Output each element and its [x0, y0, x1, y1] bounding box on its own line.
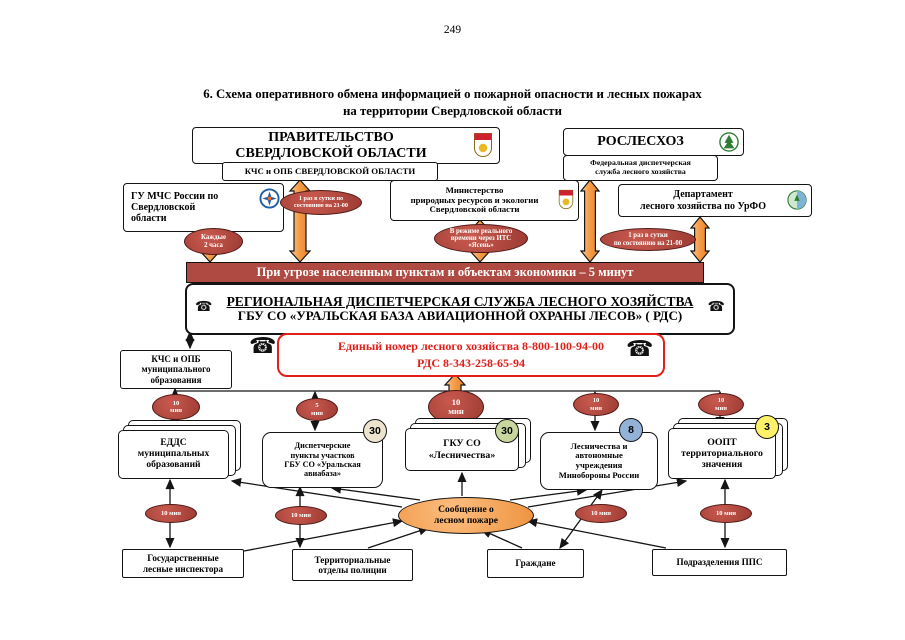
page-number: 249 [443, 24, 462, 36]
timing-realtime-yasen: В режиме реального времени через ИТС «Яс… [434, 224, 528, 253]
sverdlovsk-coat-of-arms-icon [473, 132, 493, 158]
interval-10min-ellipse: 10 мин [698, 393, 744, 416]
oopt-label: ООПТ территориального значения [668, 428, 776, 479]
hotline-number: Единый номер лесного хозяйства 8-800-100… [337, 338, 605, 353]
minoborony-box: Лесничества и автономные учреждения Мино… [540, 432, 658, 490]
inspectors-box: Государственные лесные инспектора [122, 549, 244, 578]
gku-count-badge: 30 [495, 419, 519, 443]
rosleshoz-logo-icon [719, 132, 739, 152]
timing-daily-21-left: 1 раз в сутки по состоянию на 21-00 [280, 190, 362, 215]
phone-icon: ☎ [707, 299, 725, 315]
pps-box: Подразделения ППС [652, 549, 787, 576]
ministry-emblem-icon [558, 189, 574, 210]
phone-icon: ☎ [195, 299, 213, 315]
hotline-box: Единый номер лесного хозяйства 8-800-100… [277, 333, 665, 377]
government-label: ПРАВИТЕЛЬСТВО СВЕРДЛОВСКОЙ ОБЛАСТИ [235, 129, 427, 161]
minoborony-count-badge: 8 [619, 418, 643, 442]
mchs-box: ГУ МЧС России по Свердловской области [123, 183, 284, 232]
fed-dispatch-label: Федеральная диспетчерская служба лесного… [590, 158, 691, 176]
fed-dispatch-box: Федеральная диспетчерская служба лесного… [563, 155, 718, 181]
interval-10min-ellipse: 10 мин [575, 504, 627, 523]
diagram-title: 6. Схема оперативного обмена информацией… [203, 87, 702, 118]
ministry-box: Министерство природных ресурсов и эколог… [390, 180, 579, 221]
government-box: ПРАВИТЕЛЬСТВО СВЕРДЛОВСКОЙ ОБЛАСТИ [192, 127, 500, 164]
interval-10min-ellipse: 10 мин [145, 504, 197, 523]
kchs-municipal-label: КЧС и ОПБ муниципального образования [141, 354, 211, 385]
police-label: Территориальные отделы полиции [314, 554, 391, 575]
phone-icon: ☎ [626, 337, 654, 362]
fire-message-ellipse: Сообщение о лесном пожаре [398, 497, 534, 534]
interval-10min-ellipse: 10 мин [152, 394, 200, 420]
rds-title: РЕГИОНАЛЬНАЯ ДИСПЕТЧЕРСКАЯ СЛУЖБА ЛЕСНОГ… [226, 294, 694, 310]
interval-10min-ellipse: 10 мин [275, 506, 327, 525]
kchs-region-box: КЧС и ОПБ СВЕРДЛОВСКОЙ ОБЛАСТИ [222, 162, 438, 181]
citizens-label: Граждане [515, 558, 556, 569]
timing-every-2h: Каждые 2 часа [184, 228, 243, 255]
edds-box: ЕДДС муниципальных образований [118, 420, 241, 479]
dispatch-points-label: Диспетчерские пункты участков ГБУ СО «Ур… [284, 441, 361, 479]
department-label: Департамент лесного хозяйства по УрФО [639, 189, 767, 212]
kchs-municipal-box: КЧС и ОПБ муниципального образования [120, 350, 232, 389]
edds-label: ЕДДС муниципальных образований [118, 430, 229, 479]
phone-icon: ☎ [249, 334, 277, 359]
timing-daily-21-right: 1 раз в сутки по состоянию на 21-00 [600, 228, 696, 251]
rosleshoz-box: РОСЛЕСХОЗ [563, 128, 744, 156]
mchs-emblem-icon [259, 188, 280, 209]
inspectors-label: Государственные лесные инспектора [142, 553, 224, 574]
dispatch-points-box: Диспетчерские пункты участков ГБУ СО «Ур… [262, 432, 383, 488]
oopt-box: ООПТ территориального значения [668, 418, 788, 479]
ministry-label: Министерство природных ресурсов и эколог… [410, 184, 539, 215]
interval-5min-ellipse: 5 мин [296, 398, 338, 421]
mchs-label: ГУ МЧС России по Свердловской области [131, 190, 219, 225]
interval-10min-ellipse: 10 мин [700, 504, 752, 523]
interval-10min-ellipse: 10 мин [573, 393, 619, 416]
oopt-count-badge: 3 [755, 415, 779, 439]
police-box: Территориальные отделы полиции [292, 549, 413, 581]
dispatch-points-count-badge: 30 [363, 419, 387, 443]
department-box: Департамент лесного хозяйства по УрФО [618, 184, 812, 217]
department-logo-icon [787, 190, 807, 210]
citizens-box: Граждане [487, 549, 584, 578]
kchs-region-label: КЧС и ОПБ СВЕРДЛОВСКОЙ ОБЛАСТИ [244, 165, 416, 176]
threat-banner: При угрозе населенным пунктам и объектам… [186, 262, 704, 283]
rosleshoz-label: РОСЛЕСХОЗ [597, 134, 684, 150]
hotline-rds-number: РДС 8-343-258-65-94 [417, 356, 525, 370]
pps-label: Подразделения ППС [676, 557, 763, 568]
rds-box: ☎ РЕГИОНАЛЬНАЯ ДИСПЕТЧЕРСКАЯ СЛУЖБА ЛЕСН… [185, 283, 735, 335]
minoborony-label: Лесничества и автономные учреждения Мино… [558, 440, 640, 480]
rds-subtitle: ГБУ СО «УРАЛЬСКАЯ БАЗА АВИАЦИОННОЙ ОХРАН… [237, 308, 683, 324]
